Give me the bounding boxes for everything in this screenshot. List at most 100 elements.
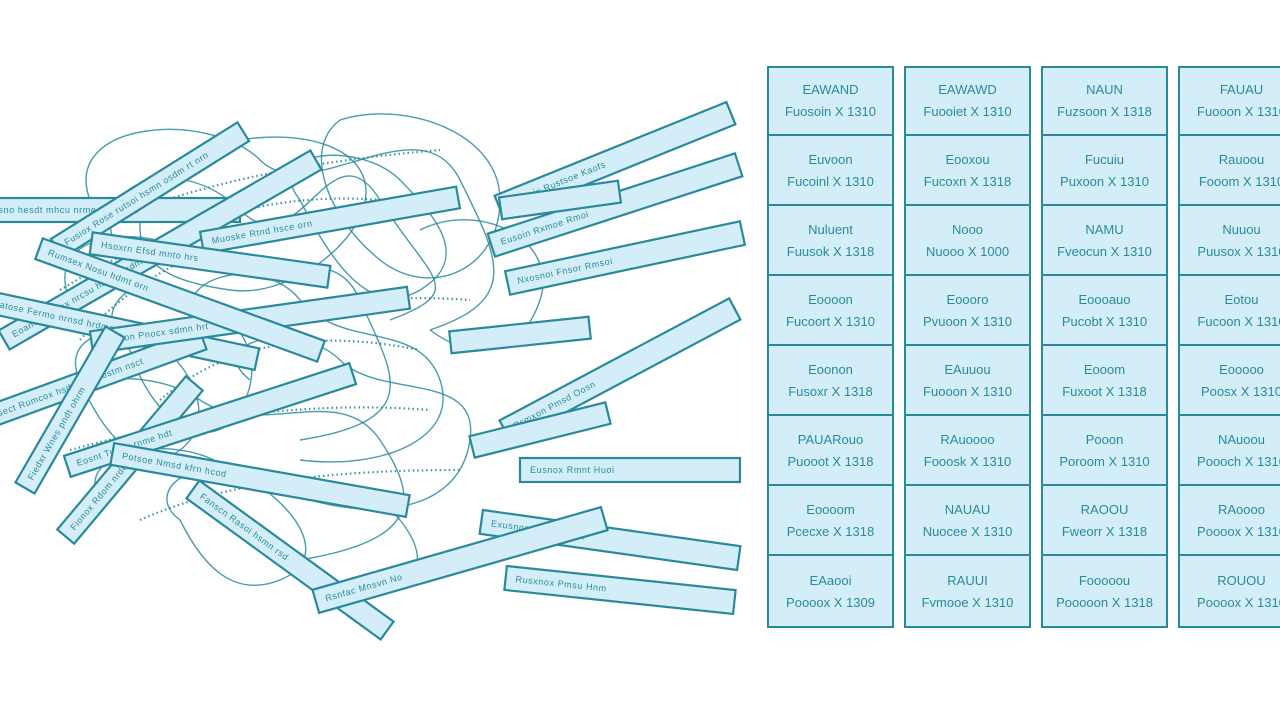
- cell-name: RAuoooo: [940, 432, 995, 447]
- tangled-strand: [290, 154, 447, 299]
- cell-code: Poroom X 1310: [1059, 454, 1150, 469]
- cell-name: Fooooou: [1078, 573, 1131, 588]
- cell-code: Fuusok X 1318: [786, 244, 875, 259]
- cell-code: Poooch X 1310: [1197, 454, 1280, 469]
- label-cell: NAUAU Nuocee X 1310: [906, 488, 1029, 556]
- cell-code: Puxoon X 1310: [1060, 174, 1149, 189]
- tangled-strand: [85, 128, 495, 331]
- cell-code: Pcecxe X 1318: [786, 524, 875, 539]
- cell-code: Poooox X 1309: [786, 595, 875, 610]
- cell-code: Fuxoot X 1318: [1062, 384, 1147, 399]
- cell-name: Eoooon: [808, 292, 853, 307]
- cell-code: Fuooon X 1310: [1197, 104, 1280, 119]
- cell-name: Nooo: [951, 222, 984, 237]
- cell-name: PAUARouo: [797, 432, 864, 447]
- cell-name: EAaooi: [809, 573, 852, 588]
- tape-strip: [448, 315, 592, 355]
- tape-strip: Eusnox Rmnt Huoi: [518, 456, 742, 484]
- cell-code: Nuocee X 1310: [922, 524, 1013, 539]
- cell-code: Fooom X 1310: [1198, 174, 1280, 189]
- label-cell: RAOOU Fweorr X 1318: [1043, 488, 1166, 556]
- tangled-tapes: Kuroel Erusno hesdt mhcu nrme hdt chunFu…: [0, 100, 747, 641]
- label-cell: EAWAWD Fuooiet X 1310: [906, 68, 1029, 136]
- tangled-strand: [190, 273, 444, 463]
- cell-name: EAWAWD: [938, 82, 997, 97]
- cell-code: Pvuoon X 1310: [923, 314, 1012, 329]
- cell-name: NAUN: [1086, 82, 1123, 97]
- cell-code: Pooooon X 1318: [1056, 595, 1153, 610]
- cell-name: NAUAU: [944, 502, 991, 517]
- cell-name: EAWAND: [802, 82, 859, 97]
- cell-name: NAuoou: [1218, 432, 1265, 447]
- cell-name: Eooom: [1083, 362, 1126, 377]
- cell-name: Eooooo: [1219, 362, 1264, 377]
- tangled-tapes-illustration: Kuroel Erusno hesdt mhcu nrme hdt chunFu…: [0, 100, 747, 641]
- tape-label: Fanscn Rasoi hsmn rsd: [198, 491, 291, 562]
- cell-code: Fuosoin X 1310: [784, 104, 877, 119]
- tape-strip: [468, 401, 612, 459]
- cell-code: Fusoxr X 1318: [788, 384, 873, 399]
- cell-code: Puusox X 1310: [1197, 244, 1280, 259]
- tape-strip: Potsoe Nmsd kfrn hcod: [109, 441, 411, 519]
- cell-code: Fucoort X 1310: [786, 314, 875, 329]
- cell-name: ROUOU: [1217, 573, 1266, 588]
- cell-code: Poosx X 1310: [1201, 384, 1280, 399]
- cell-name: FAUAU: [1219, 82, 1264, 97]
- cell-name: Eoooro: [946, 292, 989, 307]
- cell-name: Pooon: [1085, 432, 1124, 447]
- cell-code: Fucoinl X 1310: [787, 174, 874, 189]
- cell-name: Eoonon: [808, 362, 853, 377]
- label-cell: NAUN Fuzsoon X 1318: [1043, 68, 1166, 136]
- cell-name: Euvoon: [808, 152, 853, 167]
- cell-code: Fuzsoon X 1318: [1057, 104, 1152, 119]
- cell-code: Fuooiet X 1310: [923, 104, 1012, 119]
- cell-name: Eooxou: [945, 152, 990, 167]
- cell-name: Rauoou: [1218, 152, 1265, 167]
- cell-code: Poooox X 1310: [1197, 595, 1280, 610]
- cell-name: NAMU: [1085, 222, 1124, 237]
- cell-code: Puooot X 1318: [787, 454, 874, 469]
- tape-label: Eusnox Rmnt Huoi: [530, 465, 615, 475]
- bead-chain: [139, 468, 461, 522]
- cell-name: EAuuou: [944, 362, 991, 377]
- tangled-strand: [166, 468, 307, 586]
- cell-name: RAUUI: [947, 573, 988, 588]
- cell-code: Fucoxn X 1318: [923, 174, 1012, 189]
- cell-code: Pucobt X 1310: [1061, 314, 1148, 329]
- tape-strip: [497, 179, 623, 221]
- cell-name: Fucuiu: [1084, 152, 1125, 167]
- cell-name: RAOOU: [1080, 502, 1129, 517]
- label-cell: FAUAU Fuooon X 1310: [1180, 68, 1280, 136]
- tangled-strand: [320, 113, 501, 279]
- cell-code: Fuooon X 1310: [923, 384, 1012, 399]
- tape-strip: Hsoxrn Efsd mnto hrs: [88, 231, 332, 289]
- cell-code: Fweorr X 1318: [1061, 524, 1148, 539]
- label-cell: ROUOU Poooox X 1310: [1180, 558, 1280, 626]
- tape-strip: Rusxnox Pmsu Hnm: [503, 564, 737, 616]
